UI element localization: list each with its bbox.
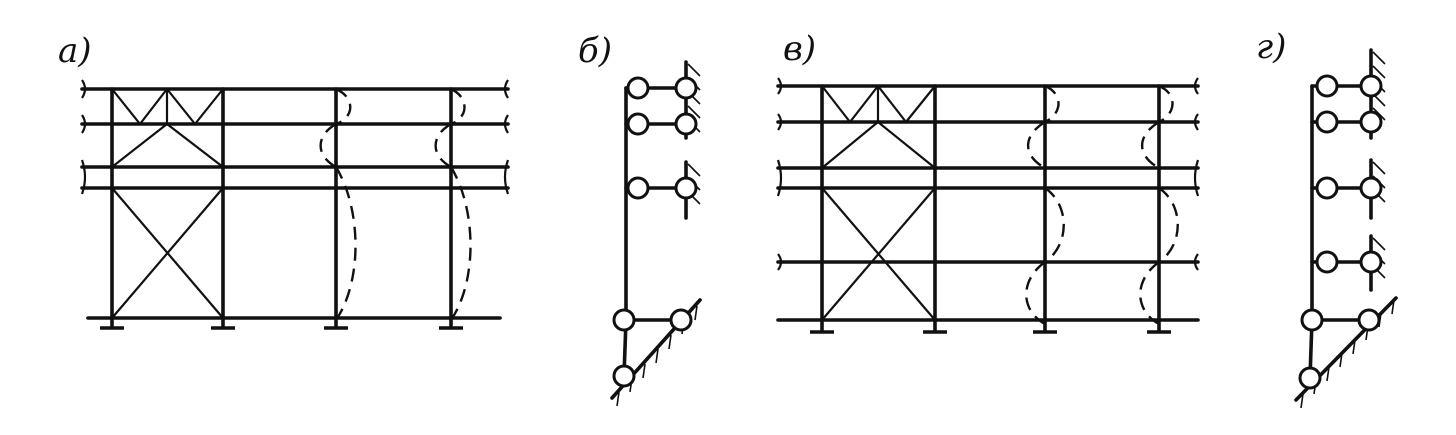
figure-v-label: в) [783,29,816,69]
figure-g: г) [1256,27,1398,409]
figure-v: в) [776,29,1200,334]
figure-a: а) [58,31,510,330]
figure-a-columns [110,87,453,328]
figure-a-buckling-shapes [319,87,472,321]
figure-b: б) [578,31,702,407]
figure-v-beams [776,77,1200,322]
figure-v-buckling-shapes [1025,84,1179,326]
figure-b-label: б) [578,31,612,71]
figure-b-hinges [612,76,698,388]
figure-g-label: г) [1256,27,1286,67]
figure-a-beams [80,79,510,320]
figure-v-columns [820,84,1161,332]
figure-g-hinges [1298,74,1383,390]
figure-a-label: а) [58,31,92,71]
figure-a-bracing [111,88,224,319]
figure-v-bracing [821,85,936,321]
